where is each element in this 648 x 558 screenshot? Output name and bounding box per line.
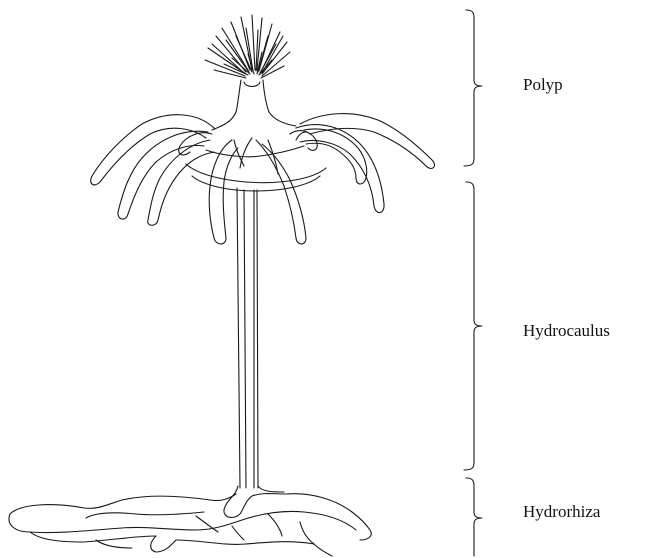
- label-polyp: Polyp: [523, 76, 563, 93]
- aboral-tentacles: [91, 114, 435, 244]
- label-hydrorhiza: Hydrorhiza: [523, 503, 600, 520]
- bracket-polyp: [464, 10, 482, 166]
- hydrorhiza-roots: [9, 486, 371, 556]
- hydrocaulus-stalk: [237, 188, 258, 488]
- hydranth-cup: [186, 146, 326, 191]
- hypostome: [212, 80, 296, 130]
- bracket-hydrocaulus: [464, 182, 482, 470]
- bracket-hydrorhiza: [466, 478, 482, 556]
- label-hydrocaulus: Hydrocaulus: [523, 322, 610, 339]
- oral-tentacles: [205, 15, 290, 78]
